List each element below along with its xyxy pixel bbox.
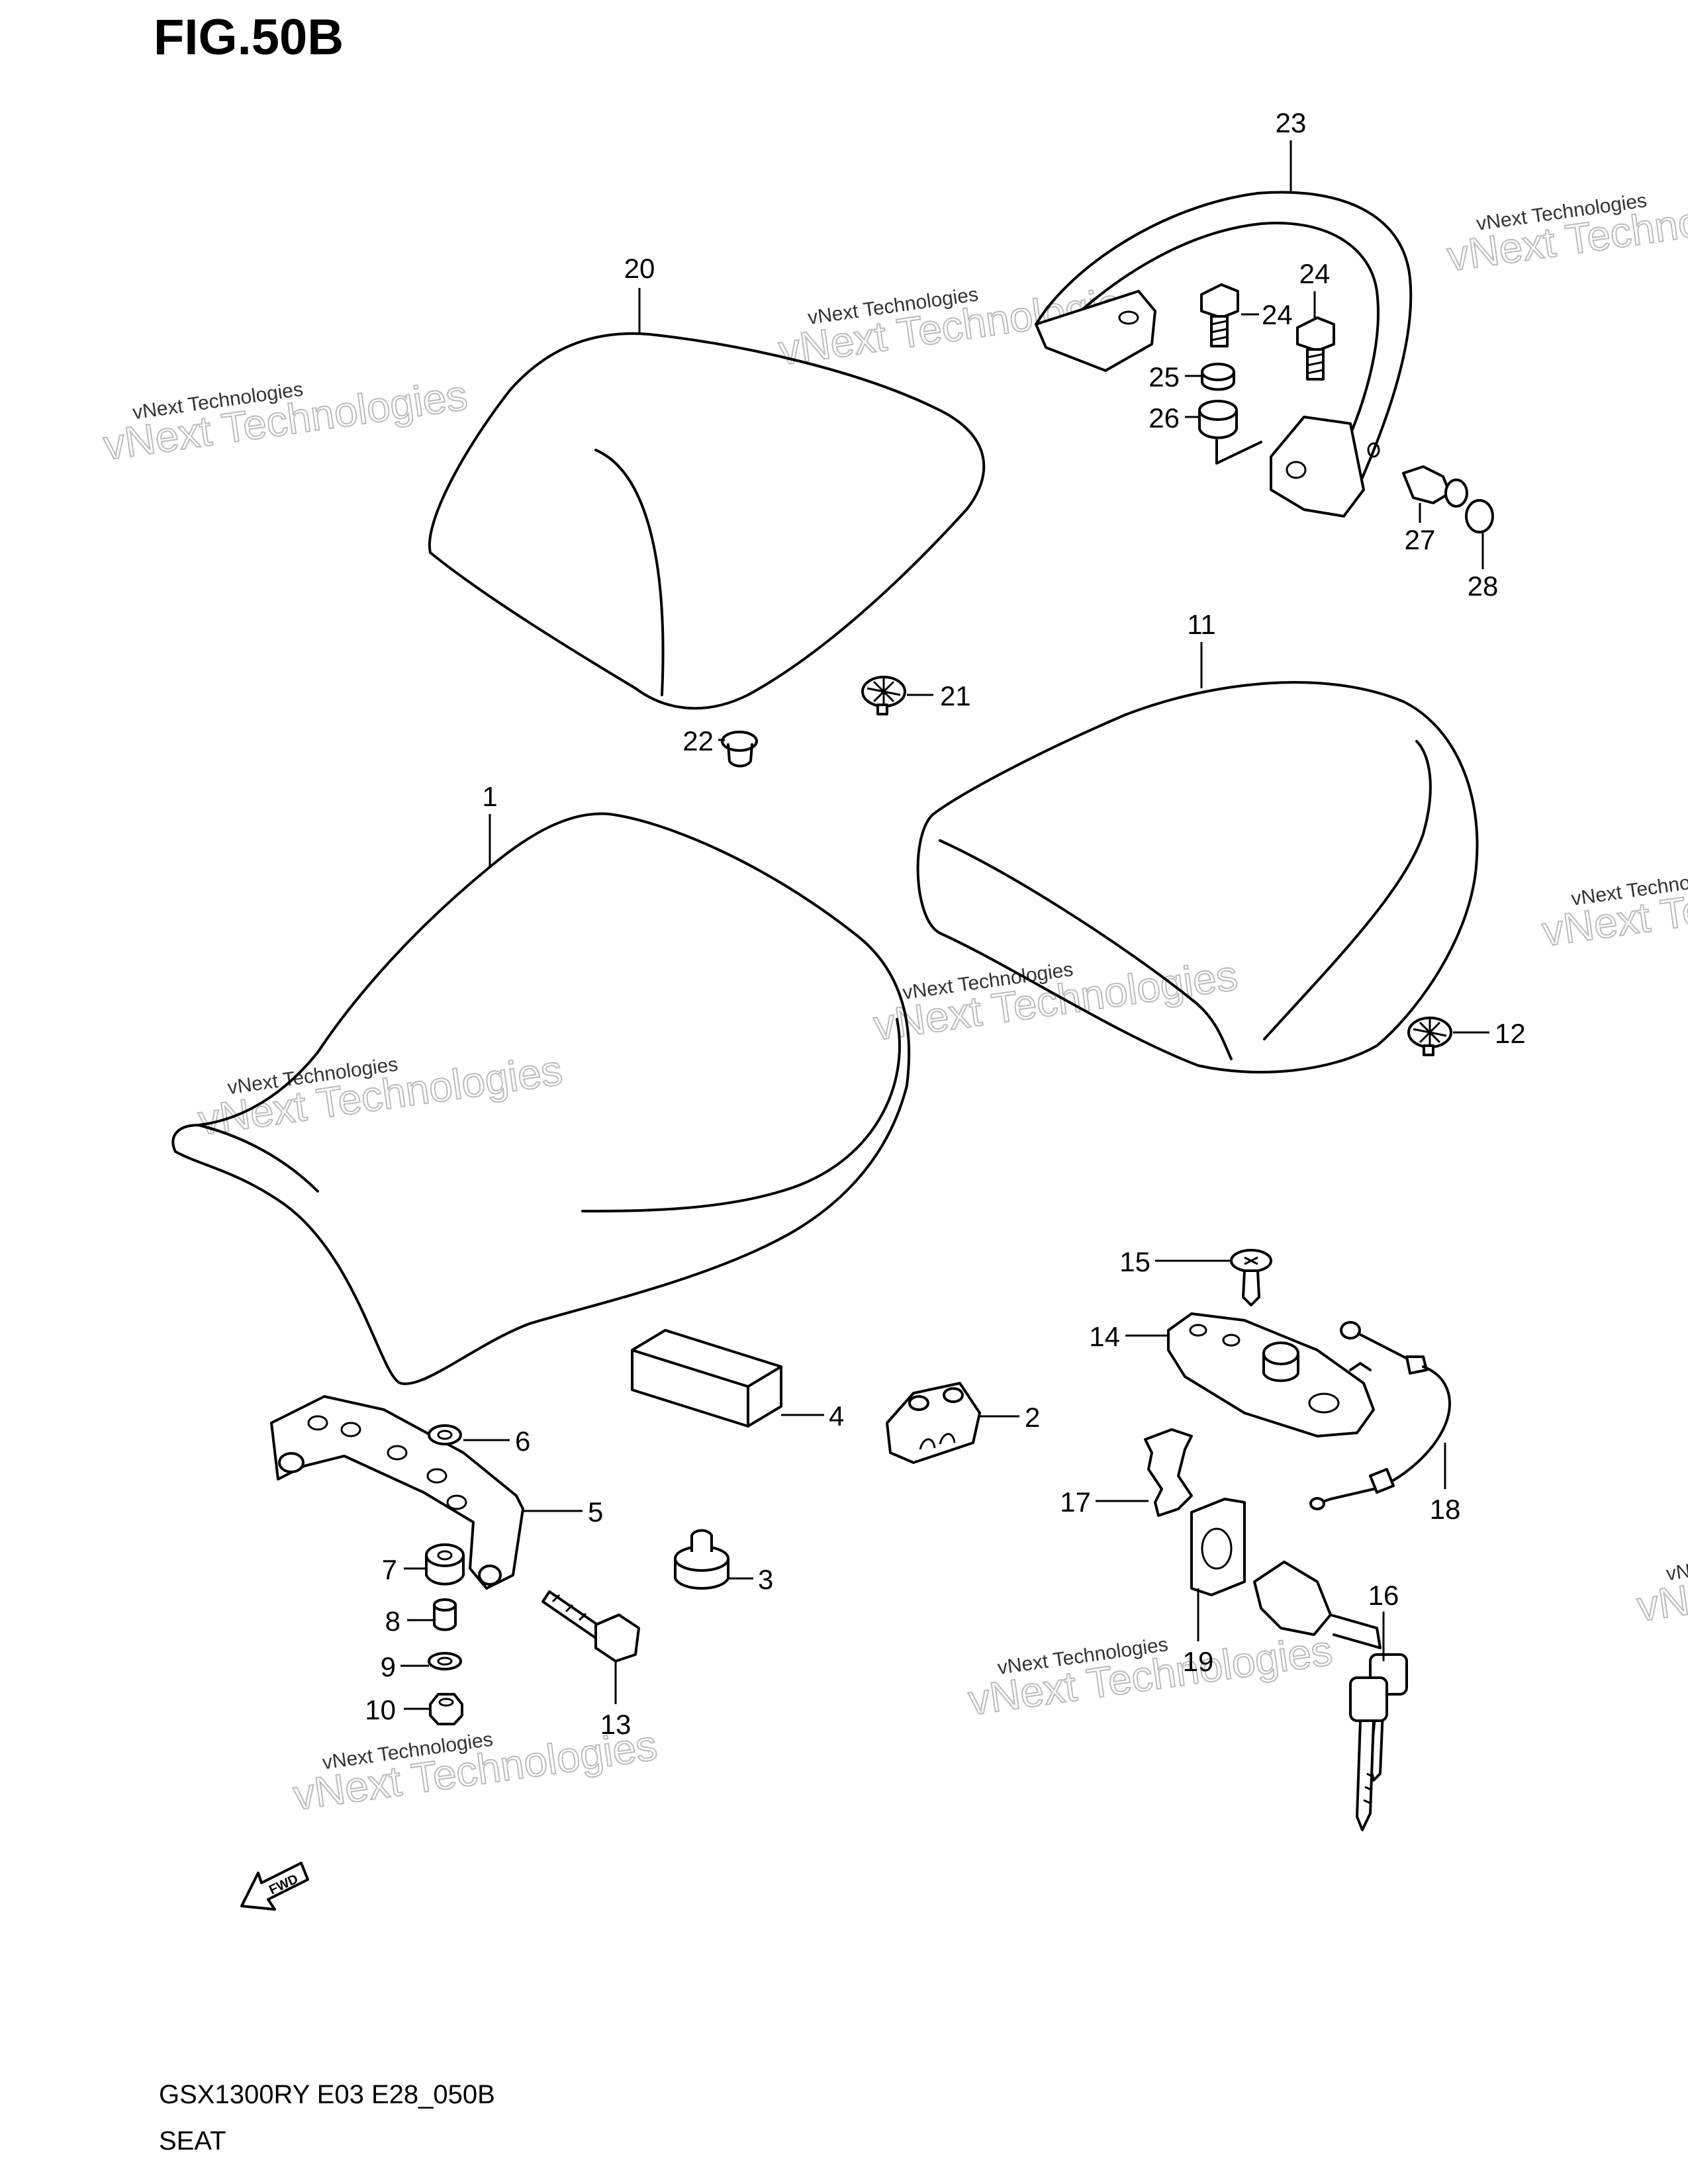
callout-7: 7: [382, 1554, 397, 1585]
callout-labels: 20 23 24 24 25 26 27 28 11 21 22 1 12 4 …: [365, 107, 1525, 1740]
callout-20: 20: [624, 253, 655, 284]
callout-12: 12: [1495, 1018, 1526, 1049]
leader-lines: [400, 140, 1489, 1710]
model-code: GSX1300RY E03 E28_050B: [159, 2080, 495, 2109]
watermark-group: vNext Technologies vNext Technologies vN…: [100, 181, 1688, 1820]
part-8-collar: [433, 1598, 457, 1631]
part-14-latch: [1167, 1312, 1375, 1437]
part-9-washer: [428, 1652, 462, 1670]
part-25-spacer: [1201, 363, 1235, 391]
callout-13: 13: [600, 1709, 632, 1740]
part-11-rear-seat: [916, 681, 1479, 1073]
svg-text:vNext Technologies: vNext Technologies: [1539, 857, 1688, 955]
part-1-front-seat: [171, 812, 911, 1385]
part-15-screw: [1230, 1249, 1272, 1306]
svg-text:vNext Technologies: vNext Technologies: [1665, 1539, 1688, 1585]
part-10-nut: [429, 1693, 463, 1725]
part-6-washer: [428, 1424, 462, 1445]
callout-25: 25: [1149, 361, 1180, 392]
fwd-arrow-icon: FWD: [240, 1862, 309, 1911]
part-19-plate: [1190, 1498, 1246, 1596]
callout-28: 28: [1468, 570, 1499, 602]
part-5-bracket: [270, 1395, 524, 1590]
callout-10: 10: [365, 1694, 396, 1725]
callout-6: 6: [515, 1426, 530, 1457]
watermark: vNext Technologies vNext Technologies: [195, 1045, 565, 1144]
part-12-clip: [1407, 1017, 1452, 1056]
part-24-bolt: [1200, 283, 1239, 347]
callout-24: 24: [1299, 258, 1331, 289]
watermark: vNext Technologies vNext Technologies: [100, 370, 471, 469]
part-2-damper: [886, 1382, 981, 1464]
part-16-lock-set: [1253, 1561, 1408, 1831]
watermark: vNext Technologies vNext Technologies: [1634, 1531, 1688, 1631]
part-3-stopper: [674, 1529, 729, 1590]
callout-24: 24: [1262, 299, 1293, 330]
watermark: vNext Technologies vNext Technologies: [1444, 181, 1688, 281]
callout-3: 3: [758, 1564, 773, 1595]
callout-2: 2: [1025, 1402, 1040, 1433]
part-20-seat-cowl: [428, 332, 986, 710]
callout-11: 11: [1187, 609, 1216, 640]
watermark: vNext Technologies vNext Technologies: [1538, 856, 1688, 956]
part-22-grommet: [721, 731, 758, 768]
callout-17: 17: [1060, 1486, 1091, 1518]
callout-27: 27: [1405, 524, 1436, 555]
callout-8: 8: [385, 1606, 400, 1637]
part-18-cable: [1309, 1321, 1451, 1510]
callout-5: 5: [588, 1496, 603, 1527]
callout-22: 22: [682, 725, 714, 756]
callout-1: 1: [482, 781, 497, 812]
part-24-bolt: [1296, 316, 1335, 381]
callout-16: 16: [1368, 1580, 1399, 1611]
callout-15: 15: [1119, 1246, 1150, 1277]
part-7-cushion: [425, 1543, 465, 1586]
part-17-clip: [1144, 1428, 1193, 1517]
callout-18: 18: [1430, 1494, 1461, 1525]
part-26-cushion: [1198, 400, 1262, 465]
callout-9: 9: [381, 1651, 396, 1682]
part-23-grab-rail: [1035, 191, 1413, 518]
callout-21: 21: [940, 680, 971, 711]
figure-title: FIG.50B: [154, 9, 344, 66]
callout-26: 26: [1149, 402, 1180, 433]
part-4-pad: [631, 1329, 782, 1428]
part-21-clip: [861, 676, 906, 715]
callout-19: 19: [1183, 1646, 1214, 1677]
part-27-pivot: [1402, 465, 1468, 508]
part-13-bolt: [541, 1590, 640, 1662]
section-name: SEAT: [159, 2126, 226, 2156]
callout-14: 14: [1089, 1321, 1120, 1352]
callout-23: 23: [1276, 107, 1307, 138]
callout-4: 4: [829, 1400, 844, 1432]
part-28-cap: [1465, 499, 1494, 533]
